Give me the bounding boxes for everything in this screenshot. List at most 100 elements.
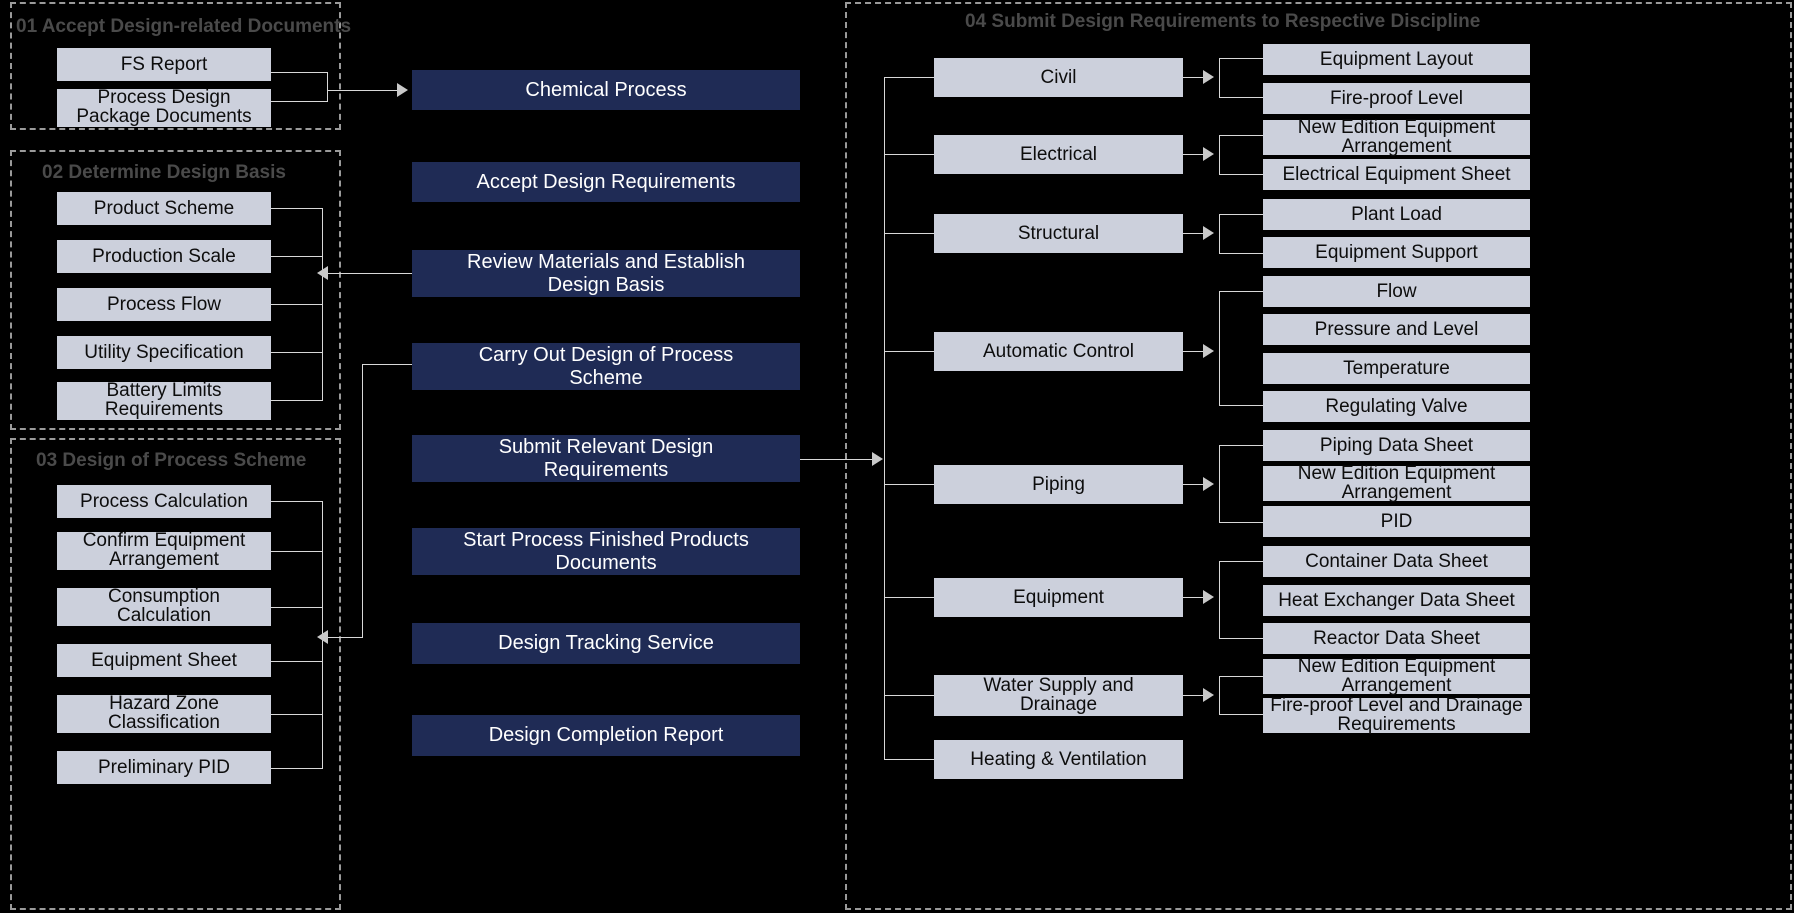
connector-submit-to-g4 — [800, 459, 872, 460]
process-step-review-materials[interactable]: Review Materials and Establish Design Ba… — [412, 250, 800, 297]
bracket-ac-bottom — [1219, 405, 1263, 406]
connector-spine-heating — [884, 759, 934, 760]
process-step-start-finished-products[interactable]: Start Process Finished Products Document… — [412, 528, 800, 575]
deliverable-box-equipment-layout[interactable]: Equipment Layout — [1263, 44, 1530, 75]
connector-g2-bracket — [322, 208, 323, 400]
deliverable-box-plant-load[interactable]: Plant Load — [1263, 199, 1530, 230]
arrow-carryout-to-g3 — [317, 630, 328, 644]
process-step-chemical-process[interactable]: Chemical Process — [412, 70, 800, 110]
discipline-box-electrical[interactable]: Electrical — [934, 135, 1183, 174]
bracket-electrical-top — [1219, 135, 1263, 136]
connector-civil-out — [1183, 77, 1203, 78]
discipline-box-water-supply-drainage[interactable]: Water Supply and Drainage — [934, 675, 1183, 716]
connector-spine-piping — [884, 484, 934, 485]
deliverable-box-equipment-support[interactable]: Equipment Support — [1263, 237, 1530, 268]
connector-g1-fs — [271, 72, 328, 73]
process-step-accept-design-requirements[interactable]: Accept Design Requirements — [412, 162, 800, 202]
bracket-equipment-top — [1219, 561, 1263, 562]
deliverable-box-pid[interactable]: PID — [1263, 506, 1530, 537]
doc-box-process-design-package[interactable]: Process Design Package Documents — [57, 88, 271, 127]
deliverable-box-regulating-valve[interactable]: Regulating Valve — [1263, 391, 1530, 422]
arrow-equipment — [1203, 590, 1214, 604]
bracket-water-bottom — [1219, 714, 1263, 715]
bracket-water — [1219, 676, 1220, 714]
connector-automatic-control-out — [1183, 351, 1203, 352]
bracket-piping — [1219, 445, 1220, 522]
bracket-ac-top — [1219, 291, 1263, 292]
connector-piping-out — [1183, 484, 1203, 485]
connector-g3-2 — [271, 607, 323, 608]
arrow-piping — [1203, 477, 1214, 491]
connector-spine-water — [884, 695, 934, 696]
scheme-box-preliminary-pid[interactable]: Preliminary PID — [57, 751, 271, 784]
discipline-box-piping[interactable]: Piping — [934, 465, 1183, 504]
bracket-electrical-bottom — [1219, 174, 1263, 175]
arrow-submit-to-g4 — [872, 452, 883, 466]
deliverable-box-fire-proof-level[interactable]: Fire-proof Level — [1263, 83, 1530, 114]
deliverable-box-flow[interactable]: Flow — [1263, 276, 1530, 307]
connector-g1-bracket — [327, 72, 328, 102]
basis-box-utility-specification[interactable]: Utility Specification — [57, 336, 271, 369]
discipline-box-equipment[interactable]: Equipment — [934, 578, 1183, 617]
process-step-submit-requirements[interactable]: Submit Relevant Design Requirements — [412, 435, 800, 482]
arrow-review-to-g2 — [317, 266, 328, 280]
deliverable-box-new-edition-arrangement-1[interactable]: New Edition Equipment Arrangement — [1263, 118, 1530, 156]
process-step-carry-out-design[interactable]: Carry Out Design of Process Scheme — [412, 343, 800, 390]
bracket-equipment — [1219, 561, 1220, 638]
deliverable-box-pressure-and-level[interactable]: Pressure and Level — [1263, 314, 1530, 345]
process-step-design-tracking-service[interactable]: Design Tracking Service — [412, 623, 800, 664]
scheme-box-hazard-zone-classification[interactable]: Hazard Zone Classification — [57, 694, 271, 733]
deliverable-box-piping-data-sheet[interactable]: Piping Data Sheet — [1263, 430, 1530, 461]
discipline-box-heating-ventilation[interactable]: Heating & Ventilation — [934, 740, 1183, 779]
deliverable-box-electrical-equipment-sheet[interactable]: Electrical Equipment Sheet — [1263, 159, 1530, 190]
scheme-box-consumption-calculation[interactable]: Consumption Calculation — [57, 587, 271, 626]
connector-spine-civil — [884, 77, 934, 78]
discipline-box-structural[interactable]: Structural — [934, 214, 1183, 253]
basis-box-battery-limits[interactable]: Battery Limits Requirements — [57, 381, 271, 420]
basis-box-process-flow[interactable]: Process Flow — [57, 288, 271, 321]
deliverable-box-reactor-data-sheet[interactable]: Reactor Data Sheet — [1263, 623, 1530, 654]
basis-box-production-scale[interactable]: Production Scale — [57, 240, 271, 273]
connector-electrical-out — [1183, 154, 1203, 155]
basis-box-product-scheme[interactable]: Product Scheme — [57, 192, 271, 225]
deliverable-box-new-edition-arrangement-3[interactable]: New Edition Equipment Arrangement — [1263, 657, 1530, 695]
deliverable-box-container-data-sheet[interactable]: Container Data Sheet — [1263, 546, 1530, 577]
connector-g2-2 — [271, 304, 323, 305]
connector-g1-pdp — [271, 101, 328, 102]
process-step-design-completion-report[interactable]: Design Completion Report — [412, 715, 800, 756]
bracket-water-top — [1219, 676, 1263, 677]
connector-g2-0 — [271, 208, 323, 209]
connector-carryout-to-g3-h — [328, 637, 363, 638]
group-03-title: 03 Design of Process Scheme — [36, 450, 307, 471]
scheme-box-confirm-equipment-arrangement[interactable]: Confirm Equipment Arrangement — [57, 531, 271, 570]
connector-g2-1 — [271, 256, 323, 257]
group-02-title: 02 Determine Design Basis — [42, 162, 286, 183]
connector-spine-structural — [884, 233, 934, 234]
connector-spine-automatic-control — [884, 351, 934, 352]
connector-structural-out — [1183, 233, 1203, 234]
connector-spine-equipment — [884, 597, 934, 598]
connector-g3-4 — [271, 714, 323, 715]
connector-g2-4 — [271, 400, 323, 401]
scheme-box-equipment-sheet[interactable]: Equipment Sheet — [57, 644, 271, 677]
deliverable-box-temperature[interactable]: Temperature — [1263, 353, 1530, 384]
deliverable-box-new-edition-arrangement-2[interactable]: New Edition Equipment Arrangement — [1263, 464, 1530, 502]
doc-box-fs-report[interactable]: FS Report — [57, 48, 271, 81]
connector-g3-5 — [271, 768, 323, 769]
bracket-structural-bottom — [1219, 253, 1263, 254]
connector-equipment-out — [1183, 597, 1203, 598]
discipline-box-civil[interactable]: Civil — [934, 58, 1183, 97]
discipline-box-automatic-control[interactable]: Automatic Control — [934, 332, 1183, 371]
bracket-automatic-control — [1219, 291, 1220, 405]
arrow-water — [1203, 688, 1214, 702]
connector-carryout-to-g3-top — [362, 364, 412, 365]
arrow-structural — [1203, 226, 1214, 240]
arrow-g1-to-chemical-process — [397, 83, 408, 97]
scheme-box-process-calculation[interactable]: Process Calculation — [57, 485, 271, 518]
bracket-civil — [1219, 58, 1220, 97]
connector-g3-3 — [271, 661, 323, 662]
arrow-automatic-control — [1203, 344, 1214, 358]
deliverable-box-fire-proof-drainage[interactable]: Fire-proof Level and Drainage Requiremen… — [1263, 696, 1530, 734]
deliverable-box-heat-exchanger-data-sheet[interactable]: Heat Exchanger Data Sheet — [1263, 585, 1530, 616]
